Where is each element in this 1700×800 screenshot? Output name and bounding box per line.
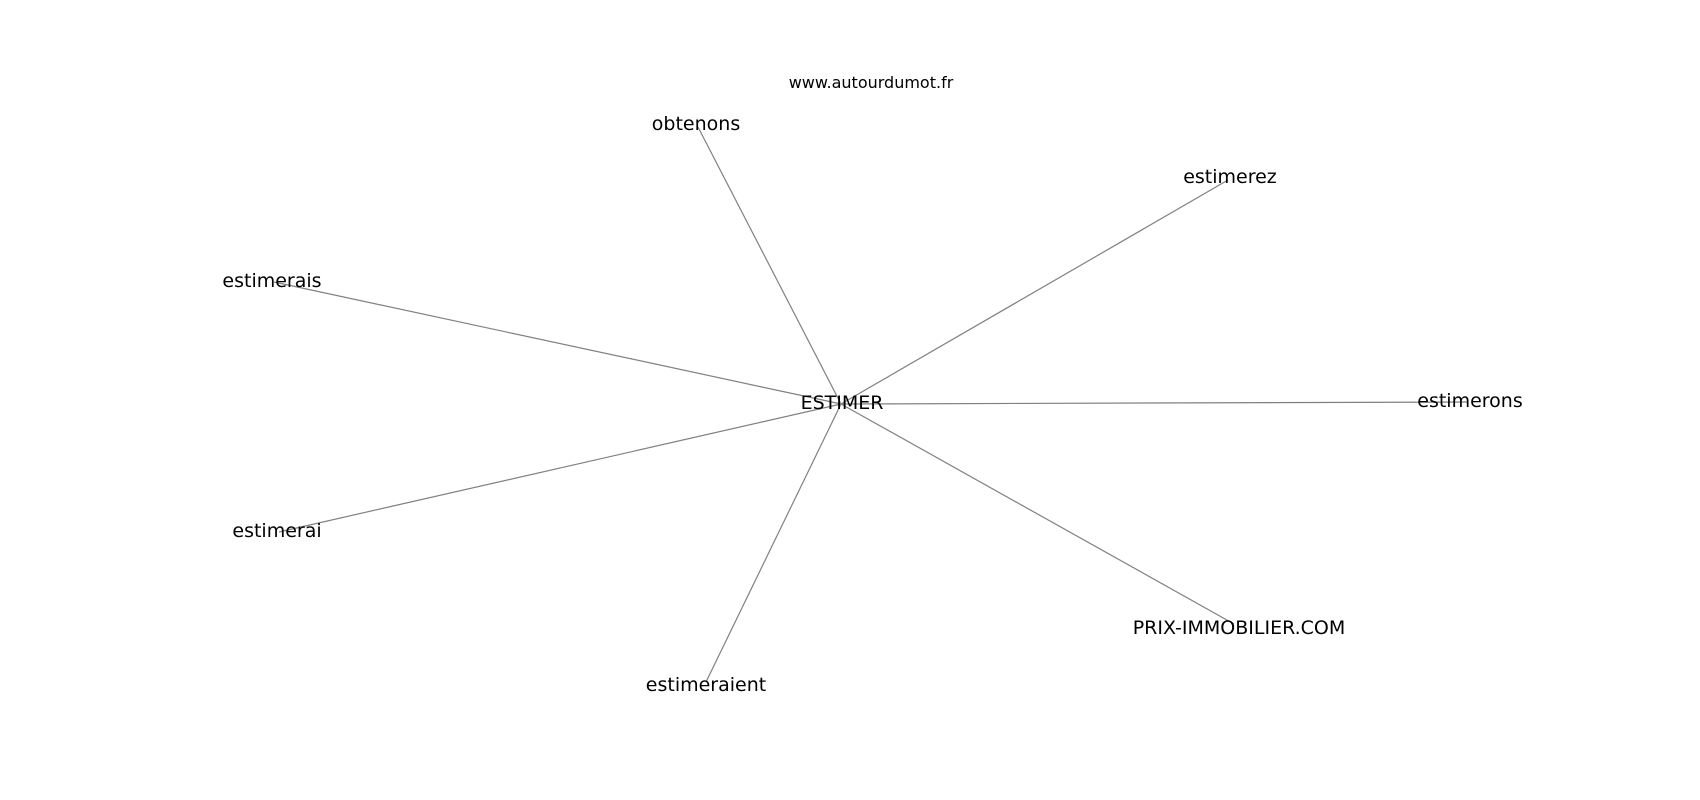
node-estimerai[interactable]: estimerai bbox=[232, 520, 321, 542]
node-estimeraient[interactable]: estimeraient bbox=[646, 674, 766, 696]
edge-estimerais bbox=[273, 281, 842, 405]
edge-estimerez bbox=[840, 179, 1229, 405]
edge-estimerai bbox=[278, 403, 842, 533]
edge-prix-immobilier bbox=[840, 403, 1235, 625]
node-center[interactable]: ESTIMER bbox=[801, 392, 884, 414]
edge-estimerons bbox=[840, 401, 1468, 405]
node-prix-immobilier[interactable]: PRIX-IMMOBILIER.COM bbox=[1133, 617, 1346, 639]
site-watermark: www.autourdumot.fr bbox=[789, 73, 954, 92]
node-estimerais[interactable]: estimerais bbox=[222, 270, 321, 292]
edge-obtenons bbox=[697, 126, 842, 405]
edges bbox=[273, 126, 1468, 683]
node-estimerons[interactable]: estimerons bbox=[1417, 390, 1522, 412]
nodes: ESTIMER obtenons estimerez estimerais es… bbox=[222, 113, 1522, 696]
edge-estimeraient bbox=[705, 403, 842, 683]
node-estimerez[interactable]: estimerez bbox=[1183, 166, 1277, 188]
node-obtenons[interactable]: obtenons bbox=[652, 113, 740, 135]
